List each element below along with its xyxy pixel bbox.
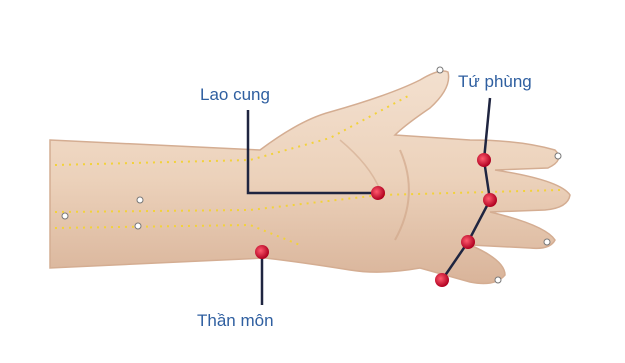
minor-point bbox=[495, 277, 501, 283]
tu-phung-point-2 bbox=[483, 193, 497, 207]
lao-cung-label: Lao cung bbox=[200, 85, 270, 105]
lao-cung-point bbox=[371, 186, 385, 200]
than-mon-label: Thần môn bbox=[197, 311, 274, 331]
forearm-shape bbox=[50, 71, 570, 283]
minor-point bbox=[437, 67, 443, 73]
tu-phung-point-3 bbox=[461, 235, 475, 249]
than-mon-point bbox=[255, 245, 269, 259]
tu-phung-point-4 bbox=[435, 273, 449, 287]
minor-point bbox=[544, 239, 550, 245]
tu-phung-label: Tứ phùng bbox=[458, 72, 532, 92]
tu-phung-point-1 bbox=[477, 153, 491, 167]
minor-point bbox=[137, 197, 143, 203]
minor-point bbox=[62, 213, 68, 219]
minor-point bbox=[555, 153, 561, 159]
minor-point bbox=[135, 223, 141, 229]
